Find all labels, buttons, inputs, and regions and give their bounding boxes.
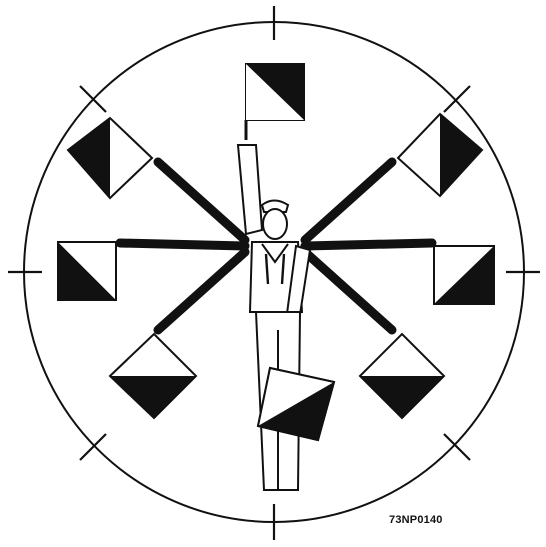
arm-left [120, 243, 245, 246]
arm-lower-left [158, 252, 245, 330]
flag-right [434, 246, 494, 304]
flag-held-low [258, 368, 334, 440]
sailor-head [263, 209, 287, 239]
tick-bottom-right [444, 434, 470, 460]
arm-upper-right [305, 162, 392, 240]
sailor-figure [238, 145, 310, 490]
flag-lower-right [360, 334, 444, 418]
arm-lower-right [305, 252, 392, 330]
tick-top-right [444, 86, 470, 112]
flag-upper-right [398, 114, 482, 196]
flag-upper-left [68, 118, 152, 198]
tick-bottom-left [80, 434, 106, 460]
arm-right [305, 243, 432, 246]
flag-top [246, 64, 304, 140]
figure-code-label: 73NP0140 [389, 514, 443, 526]
flag-lower-left [110, 334, 196, 418]
flag-left [58, 242, 116, 300]
arm-upper-left [158, 162, 245, 240]
sailor-raised-arm [238, 145, 262, 234]
